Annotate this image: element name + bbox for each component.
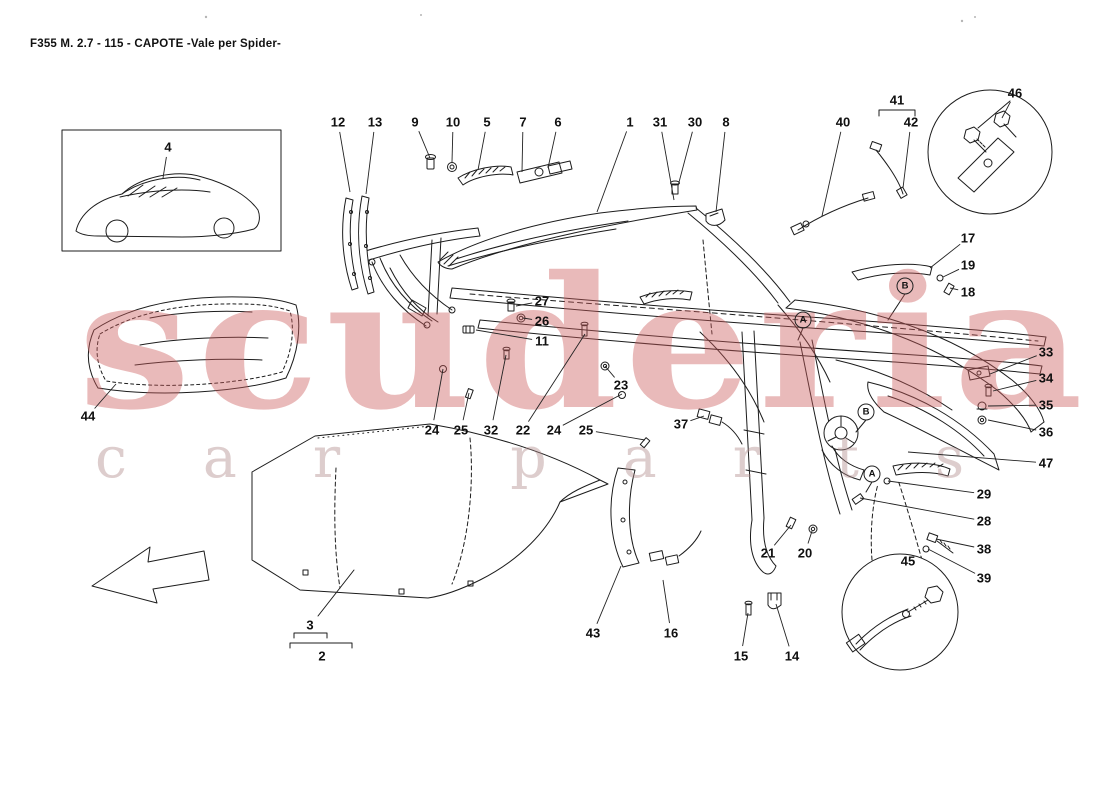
strips-12-13: [342, 195, 375, 295]
leader-line-37: [690, 415, 705, 422]
leader-line-1: [596, 131, 628, 213]
main-assembly: [342, 109, 1047, 616]
leader-line-15: [742, 612, 749, 647]
car-inset-box: [61, 129, 282, 252]
car-sketch: [75, 173, 260, 243]
leader-line-19: [942, 268, 960, 278]
leader-line-12: [339, 131, 351, 193]
bracket-3: [293, 632, 328, 639]
leader-line-44: [94, 383, 117, 409]
leader-line-17: [929, 243, 961, 269]
front-linkage: [361, 227, 481, 329]
page-title: F355 M. 2.7 - 115 - CAPOTE -Vale per Spi…: [30, 38, 282, 50]
top-hardware: [425, 154, 726, 226]
leader-line-26: [522, 317, 533, 320]
leader-line-36: [987, 419, 1037, 431]
centre-mechanism: [741, 330, 951, 575]
leader-line-42: [902, 131, 911, 189]
leader-line-32: [492, 354, 507, 421]
leader-line-47: [907, 451, 1037, 463]
leader-line-28: [859, 497, 975, 520]
leader-line-27: [515, 302, 533, 307]
marker-links: [797, 293, 923, 561]
leader-line-21: [773, 524, 792, 546]
leader-line-29: [887, 480, 975, 494]
leader-line-34: [992, 379, 1037, 392]
rear-frame: [699, 299, 1045, 471]
strip-17: [851, 263, 955, 296]
strap-and-sensor: [610, 467, 702, 568]
leader-line-18: [949, 287, 959, 291]
leader-line-23: [604, 365, 615, 378]
leader-line-16: [662, 579, 670, 624]
leader-line-39: [927, 548, 976, 574]
mid-fasteners: [439, 298, 743, 449]
boot-cover-panel: [251, 423, 609, 649]
leader-line-4: [162, 156, 167, 179]
leader-line-43: [596, 565, 622, 624]
leader-line-22: [528, 333, 586, 422]
leader-line-6: [547, 131, 557, 169]
leader-line-10: [451, 131, 454, 163]
leader-line-9: [418, 131, 431, 159]
direction-arrow: [91, 546, 210, 604]
leader-line-40: [821, 131, 842, 217]
leader-line-13: [365, 131, 375, 195]
car-inset: [61, 129, 282, 252]
lower-fasteners: [744, 477, 954, 616]
bracket-41: [878, 109, 916, 117]
leader-boot-cover: [317, 569, 355, 617]
leader-line-24: [562, 393, 623, 426]
leader-line-38: [935, 538, 975, 548]
side-rail-upper: [449, 287, 1047, 347]
cables-40-42: [790, 109, 916, 236]
leader-line-24: [433, 368, 444, 421]
canvas-top: [437, 205, 698, 270]
leader-line-31: [661, 131, 675, 201]
detail-circle-45: [841, 553, 959, 671]
leader-line-11: [475, 329, 533, 340]
parts-33-36: [967, 365, 993, 425]
scan-specks: [204, 14, 976, 23]
detail-circle-46: [927, 89, 1053, 215]
leader-line-35: [987, 404, 1037, 407]
leader-line-30: [677, 131, 693, 187]
top-cover-pad-44: [88, 296, 300, 394]
leader-line-25: [595, 431, 646, 441]
leader-line-20: [807, 530, 813, 544]
leader-line-33: [989, 355, 1037, 375]
leader-line-14: [775, 603, 790, 647]
leader-line-8: [715, 131, 726, 213]
leader-line-46: [1001, 101, 1011, 119]
leader-line-25: [462, 392, 470, 421]
leader-line-7: [521, 131, 524, 173]
leader-line-5: [477, 131, 486, 171]
bracket-2: [289, 642, 353, 649]
side-rail-lower: [477, 319, 1043, 375]
